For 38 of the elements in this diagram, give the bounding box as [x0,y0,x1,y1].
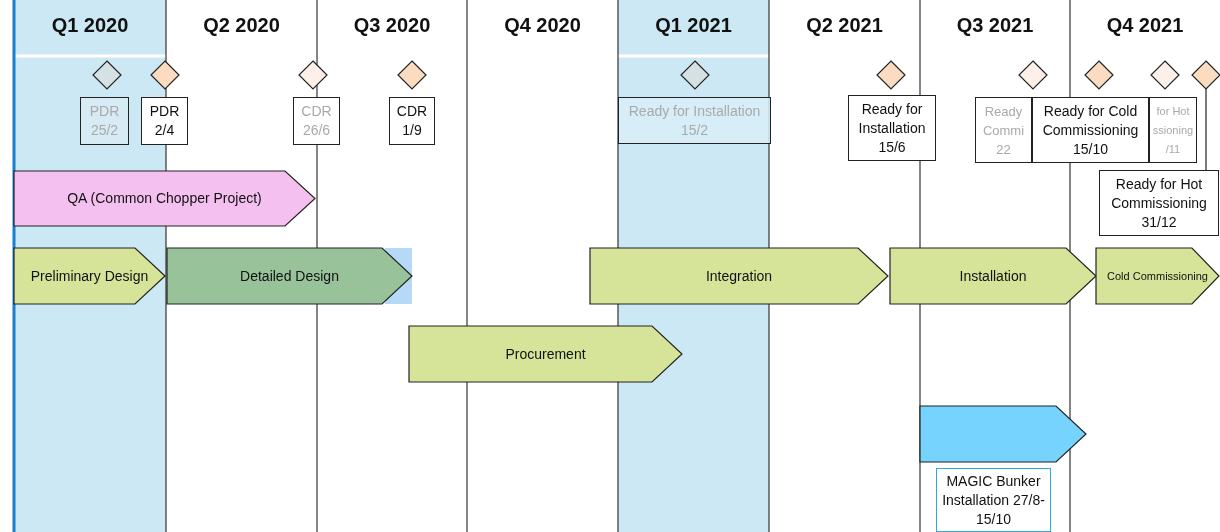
milestone-box: Ready Commi 22 [975,97,1032,163]
quarter-header: Q3 2020 [352,14,432,37]
milestone-diamond [93,61,121,89]
quarter-header: Q1 2020 [50,14,130,37]
leader-line [1205,88,1207,171]
milestone-diamond [1085,61,1113,89]
milestone-diamond [151,61,179,89]
task-bar: Installation [890,248,1096,304]
task-bar: Integration [590,248,888,304]
milestone-diamond [1192,61,1220,89]
milestone-diamond [1151,61,1179,89]
milestone-diamond [877,61,905,89]
task-bar: QA (Common Chopper Project) [14,171,315,226]
milestone-box: for Hot ssioning /11 [1149,97,1197,163]
milestone-box: Ready for Installation 15/6 [848,95,936,161]
quarter-header: Q1 2021 [654,14,733,37]
milestone-box: Ready for Cold Commissioning 15/10 [1032,97,1149,163]
task-bar: Cold Commissioning [1096,248,1219,304]
quarter-header: Q4 2021 [1105,14,1185,37]
quarter-header: Q3 2021 [955,14,1035,37]
milestone-box: Ready for Installation 15/2 [618,97,771,144]
task-bar: Preliminary Design [14,248,165,304]
milestone-diamond [398,61,426,89]
milestone-box: CDR 26/6 [293,97,340,145]
task-bar [920,406,1086,462]
milestone-box: CDR 1/9 [389,97,435,145]
milestone-box: PDR 2/4 [141,97,188,145]
milestone-diamond [299,61,327,89]
caption-box: MAGIC Bunker Installation 27/8-15/10 [936,468,1051,532]
quarter-header: Q2 2021 [805,14,884,37]
task-bar: Detailed Design [167,248,412,304]
quarter-header: Q2 2020 [202,14,281,37]
quarter-header: Q4 2020 [503,14,582,37]
milestone-box: Ready for Hot Commissioning 31/12 [1099,170,1219,236]
task-bar: Procurement [409,326,682,382]
milestone-diamond [681,61,709,89]
milestone-box: PDR 25/2 [80,97,129,145]
milestone-diamond [1019,61,1047,89]
